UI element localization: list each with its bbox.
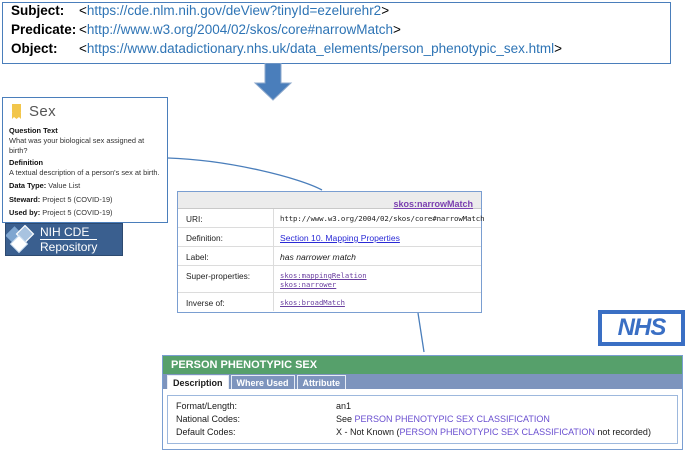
skos-broadmatch-link[interactable]: skos:broadMatch bbox=[280, 298, 345, 307]
definition-heading: Definition bbox=[9, 158, 44, 167]
skos-table-header: skos:narrowMatch bbox=[178, 192, 481, 209]
skos-property-table: skos:narrowMatch URI: http://www.w3.org/… bbox=[177, 191, 485, 313]
tab-description[interactable]: Description bbox=[167, 375, 229, 389]
dd-key-national-codes: National Codes: bbox=[176, 414, 241, 424]
angle-close: > bbox=[554, 41, 563, 56]
dd-value-default-codes: X - Not Known (PERSON PHENOTYPIC SEX CLA… bbox=[336, 426, 677, 439]
question-text-value: What was your biological sex assigned at… bbox=[9, 136, 145, 155]
predicate-uri[interactable]: http://www.w3.org/2004/02/skos/core#narr… bbox=[86, 22, 394, 37]
triple-row-subject: Subject: <https://cde.nlm.nih.gov/deView… bbox=[3, 3, 670, 22]
tab-where-used[interactable]: Where Used bbox=[230, 375, 295, 389]
triple-label-object: Object: bbox=[11, 41, 58, 56]
skos-value-label: has narrower match bbox=[274, 247, 481, 265]
nhs-logo-text: NHS bbox=[617, 314, 667, 341]
definition-value: A textual description of a person's sex … bbox=[9, 168, 160, 177]
skos-row-label: Label: has narrower match bbox=[178, 247, 481, 266]
cde-card-title: Sex bbox=[29, 103, 57, 120]
mapping-properties-link[interactable]: Section 10. Mapping Properties bbox=[280, 233, 400, 243]
skos-value-uri: http://www.w3.org/2004/02/skos/core#narr… bbox=[280, 214, 485, 223]
tab-attribute[interactable]: Attribute bbox=[296, 375, 347, 389]
dd-row-default-codes: Default Codes: X - Not Known (PERSON PHE… bbox=[168, 426, 677, 439]
skos-key-label: Label: bbox=[178, 247, 274, 265]
triple-row-object: Object: <https://www.datadictionary.nhs.… bbox=[3, 41, 670, 60]
steward-row: Steward: Project 5 (COVID-19) bbox=[9, 194, 161, 206]
skos-mappingrelation-link[interactable]: skos:mappingRelation bbox=[280, 271, 367, 280]
skos-key-inverse-of: Inverse of: bbox=[178, 293, 274, 311]
award-ribbon-icon bbox=[12, 104, 21, 119]
cde-sex-card: Sex Question Text What was your biologic… bbox=[2, 97, 168, 223]
dd-link-national-codes[interactable]: PERSON PHENOTYPIC SEX CLASSIFICATION bbox=[354, 414, 550, 424]
skos-key-super-properties: Super-properties: bbox=[178, 266, 274, 292]
skos-value-definition: Section 10. Mapping Properties bbox=[274, 228, 481, 246]
dd-key-format-length: Format/Length: bbox=[176, 401, 238, 411]
skos-narrower-link[interactable]: skos:narrower bbox=[280, 280, 337, 289]
triple-row-predicate: Predicate: <http://www.w3.org/2004/02/sk… bbox=[3, 22, 670, 41]
nhs-data-dictionary-panel: PERSON PHENOTYPIC SEX Description Where … bbox=[162, 355, 683, 450]
nih-cde-repository-logo: NIH CDE Repository bbox=[5, 223, 123, 256]
dd-panel-body: Format/Length: an1 National Codes: See P… bbox=[167, 395, 678, 444]
question-text-heading: Question Text bbox=[9, 126, 58, 135]
triple-value-subject: <https://cde.nlm.nih.gov/deView?tinyId=e… bbox=[79, 3, 389, 18]
angle-open: < bbox=[79, 3, 87, 18]
dd-value-national-codes: See PERSON PHENOTYPIC SEX CLASSIFICATION bbox=[336, 413, 677, 426]
skos-key-definition: Definition: bbox=[178, 228, 274, 246]
subject-uri[interactable]: https://cde.nlm.nih.gov/deView?tinyId=ez… bbox=[86, 3, 382, 18]
dd-pre-0: an1 bbox=[336, 401, 352, 411]
skos-value-inverse-of: skos:broadMatch bbox=[274, 293, 481, 311]
skos-value-super-properties: skos:mappingRelation skos:narrower bbox=[274, 266, 481, 292]
angle-open: < bbox=[79, 22, 87, 37]
dd-pre-2: X - Not Known ( bbox=[336, 427, 400, 437]
data-type-value: Value List bbox=[48, 181, 81, 190]
skos-narrowmatch-link[interactable]: skos:narrowMatch bbox=[393, 199, 473, 209]
skos-row-inverse-of: Inverse of: skos:broadMatch bbox=[178, 293, 481, 311]
dd-tab-bar: Description Where Used Attribute bbox=[163, 374, 682, 389]
dd-row-national-codes: National Codes: See PERSON PHENOTYPIC SE… bbox=[168, 413, 677, 426]
triple-label-subject: Subject: bbox=[11, 3, 65, 18]
triple-value-predicate: <http://www.w3.org/2004/02/skos/core#nar… bbox=[79, 22, 401, 37]
nih-cde-logo-line1: NIH CDE bbox=[40, 225, 98, 240]
dd-row-format-length: Format/Length: an1 bbox=[168, 400, 677, 413]
down-arrow-icon bbox=[250, 62, 296, 101]
angle-close: > bbox=[381, 3, 390, 18]
triple-label-predicate: Predicate: bbox=[11, 22, 77, 37]
data-type-label: Data Type: bbox=[9, 181, 47, 190]
used-by-value: Project 5 (COVID-19) bbox=[42, 208, 113, 217]
dd-panel-title: PERSON PHENOTYPIC SEX bbox=[163, 356, 682, 374]
skos-row-uri: URI: http://www.w3.org/2004/02/skos/core… bbox=[178, 209, 485, 228]
skos-row-super-properties: Super-properties: skos:mappingRelation s… bbox=[178, 266, 481, 293]
nih-cde-logo-text: NIH CDE Repository bbox=[40, 225, 98, 254]
angle-open: < bbox=[79, 41, 87, 56]
nhs-logo-inner: NHS bbox=[602, 314, 681, 342]
skos-row-definition: Definition: Section 10. Mapping Properti… bbox=[178, 228, 481, 247]
nih-cde-diamond-icon bbox=[6, 224, 35, 253]
nih-cde-logo-line2: Repository bbox=[40, 240, 98, 254]
used-by-row: Used by: Project 5 (COVID-19) bbox=[9, 207, 161, 219]
skos-label-text: has narrower match bbox=[280, 252, 356, 262]
data-type-row: Data Type: Value List bbox=[9, 180, 161, 192]
angle-close: > bbox=[393, 22, 401, 37]
object-uri[interactable]: https://www.datadictionary.nhs.uk/data_e… bbox=[86, 41, 555, 56]
triple-value-object: <https://www.datadictionary.nhs.uk/data_… bbox=[79, 41, 562, 56]
steward-value: Project 5 (COVID-19) bbox=[42, 194, 113, 204]
skos-key-uri: URI: bbox=[178, 209, 274, 227]
rdf-triple-box: Subject: <https://cde.nlm.nih.gov/deView… bbox=[2, 2, 671, 64]
dd-value-format-length: an1 bbox=[336, 400, 677, 413]
dd-link-default-codes[interactable]: PERSON PHENOTYPIC SEX CLASSIFICATION bbox=[399, 427, 595, 437]
dd-key-default-codes: Default Codes: bbox=[176, 427, 236, 437]
dd-pre-1: See bbox=[336, 414, 355, 424]
nhs-logo: NHS bbox=[598, 310, 685, 346]
steward-label: Steward: bbox=[9, 194, 41, 204]
dd-post-2: not recorded) bbox=[594, 427, 651, 437]
cde-card-header: Sex bbox=[9, 103, 161, 120]
used-by-label: Used by: bbox=[9, 208, 41, 217]
